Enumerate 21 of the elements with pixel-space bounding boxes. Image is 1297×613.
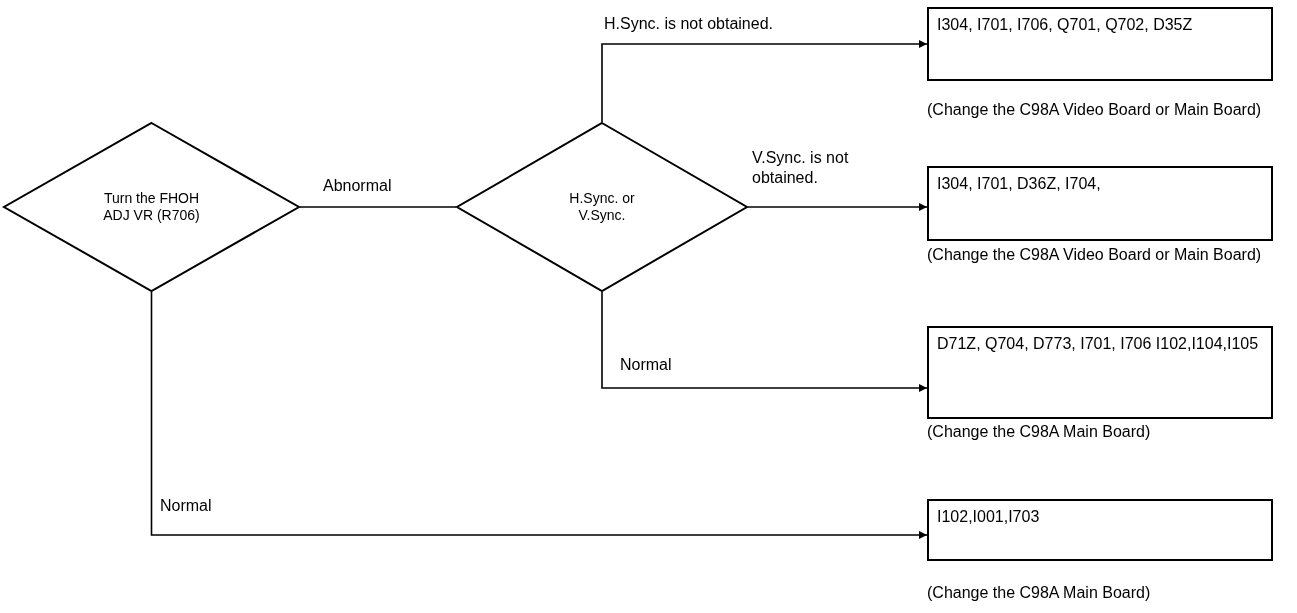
component-list: I304, I701, D36Z, I704,	[937, 174, 1263, 194]
component-list: D71Z, Q704, D773, I701, I706 I102,I104,I105	[937, 334, 1263, 354]
process-box	[927, 326, 1273, 419]
component-list: I102,I001,I703	[937, 507, 1263, 527]
decision-diamond	[456, 122, 748, 292]
component-list: I304, I701, I706, Q701, Q702, D35Z	[937, 15, 1263, 35]
note-text: (Change the C98A Video Board or Main Board)	[927, 100, 1263, 120]
process-box	[927, 166, 1273, 241]
process-box	[927, 7, 1273, 81]
note-text: (Change the C98A Video Board or Main Board)	[927, 245, 1263, 265]
arrow	[150, 291, 928, 539]
decision-diamond	[3, 122, 300, 292]
note-text: (Change the C98A Main Board)	[927, 422, 1152, 442]
process-box	[927, 499, 1273, 561]
decision-text: Turn the FHOH ADJ VR (R706)	[102, 189, 201, 225]
arrow	[601, 291, 928, 392]
arrow	[747, 203, 928, 211]
note-text: (Change the C98A Main Board)	[927, 583, 1152, 603]
arrow	[601, 40, 928, 123]
decision-text: H.Sync. or V.Sync.	[568, 189, 636, 225]
edge-label: H.Sync. is not obtained.	[604, 14, 773, 34]
